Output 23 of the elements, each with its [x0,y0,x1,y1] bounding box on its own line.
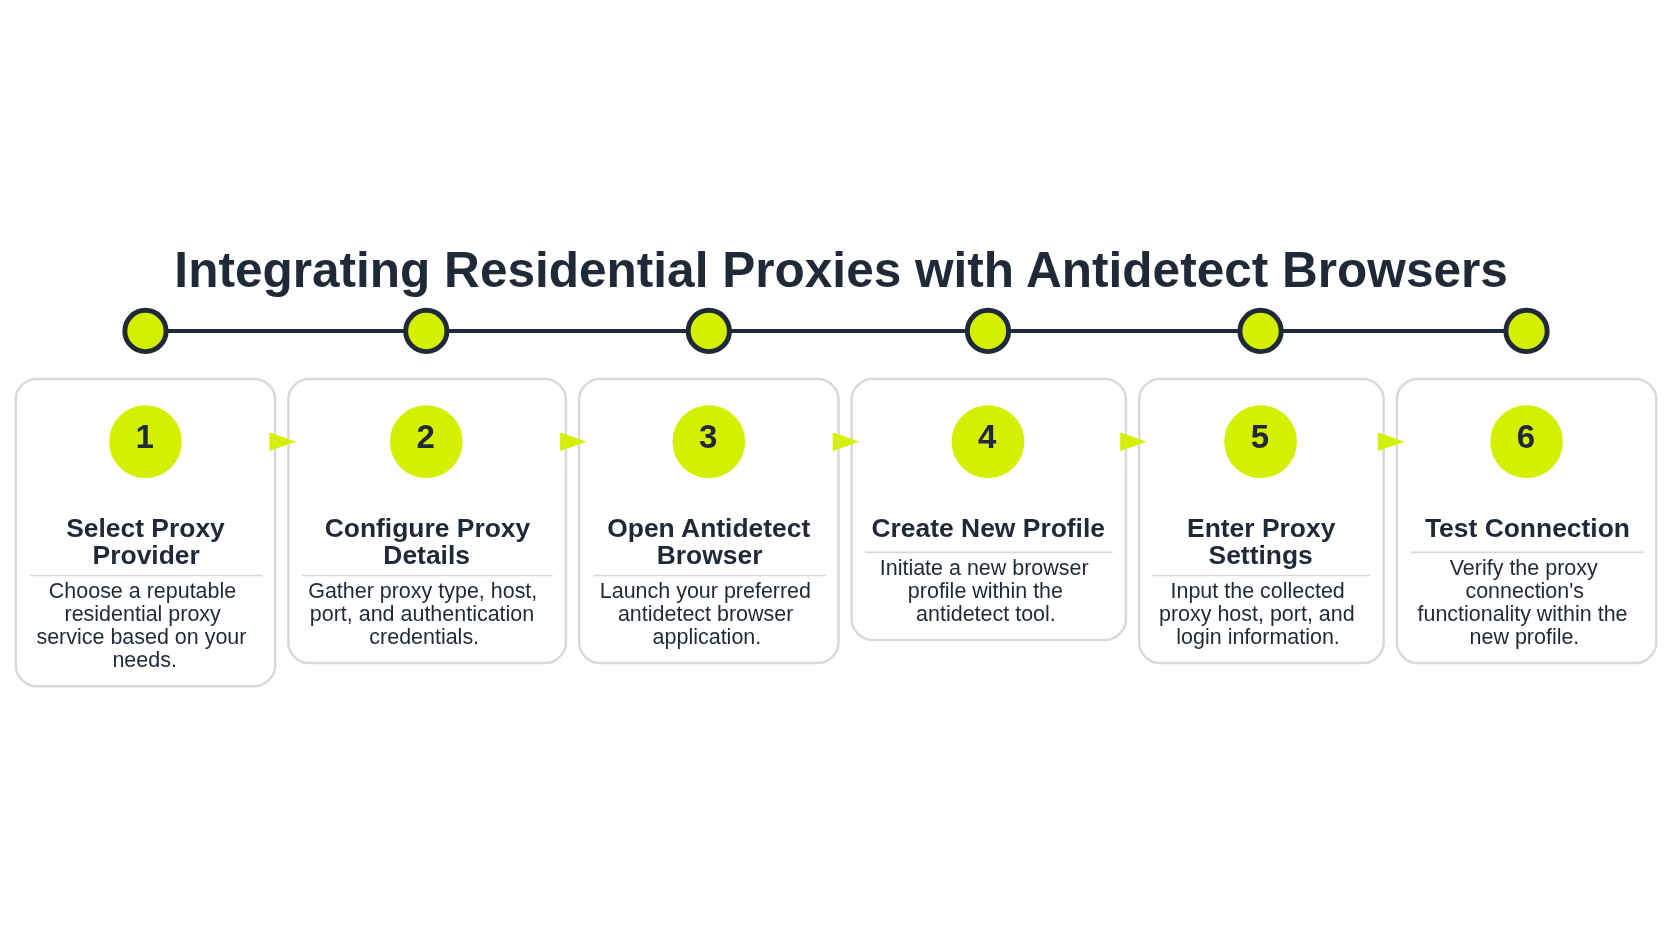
node-circle [1237,307,1284,354]
node-circle: 5 [1224,404,1297,478]
arrow [832,431,860,451]
node-circle: 3 [672,404,746,478]
node-circle: 1 [109,404,182,478]
diagram-title: Integrating Residential Proxies with Antidetect Browsers [174,241,1508,298]
arrow [269,431,296,451]
arrow [560,431,587,451]
arrow [1377,431,1405,451]
node-circle [1503,307,1550,354]
arrow [1120,431,1147,451]
node-circle: 4 [951,404,1025,478]
node-circle [685,307,732,354]
connector [1009,328,1240,333]
node-circle: 6 [1490,404,1563,478]
connector [166,328,406,333]
connector [447,328,688,333]
connector [1281,328,1506,333]
node-circle: 2 [389,404,463,478]
node-circle [964,307,1012,354]
node-circle [403,307,450,354]
node-circle [122,307,169,354]
connector [729,328,968,333]
